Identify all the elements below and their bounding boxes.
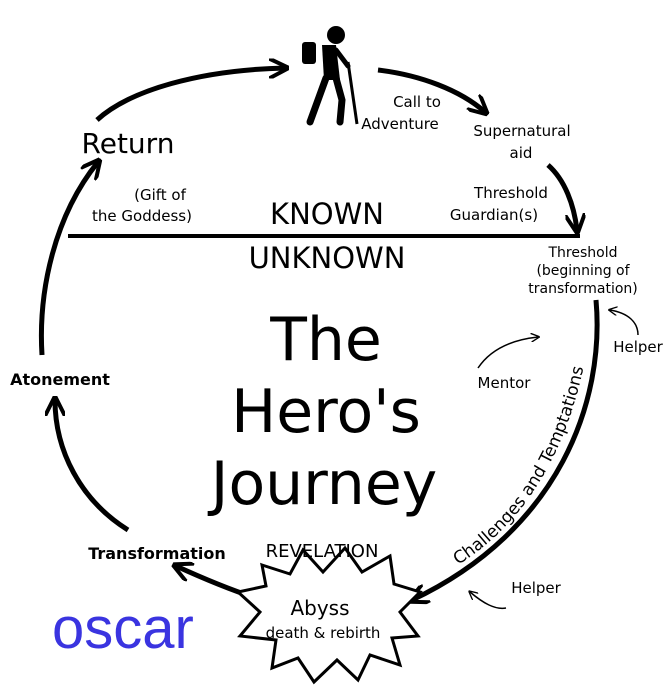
call-label-1: Call to — [393, 93, 441, 111]
call-label-2: Adventure — [361, 115, 439, 133]
threshold-label-2: (beginning of — [536, 263, 630, 279]
helper-bottom-label: Helper — [511, 579, 561, 597]
threshold-label-3: transformation) — [528, 281, 638, 297]
arrow-transformation-to-atonement — [55, 400, 130, 533]
arrow-mentor — [477, 337, 538, 369]
arrow-aid-to-threshold — [546, 163, 577, 230]
helper-top-label: Helper — [613, 338, 663, 356]
abyss-starburst — [234, 545, 423, 685]
hiker-icon — [302, 26, 359, 126]
title-line-3: Journey — [207, 449, 438, 519]
known-label: KNOWN — [270, 197, 384, 231]
gift-label-2: the Goddess) — [92, 207, 192, 225]
guardian-label-2: Guardian(s) — [450, 206, 538, 224]
challenges-textpath: Challenges and Temptations — [450, 364, 589, 569]
transformation-label: Transformation — [88, 544, 226, 563]
title-line-2: Hero's — [231, 377, 421, 447]
abyss-label: Abyss — [290, 596, 349, 620]
arrow-atonement-to-return — [38, 162, 98, 356]
challenges-label: Challenges and Temptations — [450, 364, 589, 569]
arrow-threshold-down — [412, 299, 600, 600]
arrow-hero-to-call — [377, 67, 485, 112]
revelation-label: REVELATION — [266, 541, 379, 562]
guardian-label-1: Threshold — [473, 184, 548, 202]
unknown-label: UNKNOWN — [249, 241, 406, 275]
title-line-1: The — [269, 305, 382, 375]
threshold-label-1: Threshold — [548, 245, 618, 261]
aid-label-1: Supernatural — [473, 122, 570, 140]
arrow-return-to-hero — [95, 68, 285, 122]
gift-label-1: (Gift of — [134, 186, 186, 204]
oscar-logo: oscar — [52, 596, 194, 661]
atonement-label: Atonement — [10, 370, 110, 389]
abyss-sub-label: death & rebirth — [266, 624, 381, 642]
arrow-helper-top — [610, 310, 639, 336]
mentor-label: Mentor — [478, 374, 532, 392]
aid-label-2: aid — [510, 144, 533, 162]
arrow-helper-bottom — [470, 592, 507, 610]
return-label: Return — [82, 127, 175, 160]
